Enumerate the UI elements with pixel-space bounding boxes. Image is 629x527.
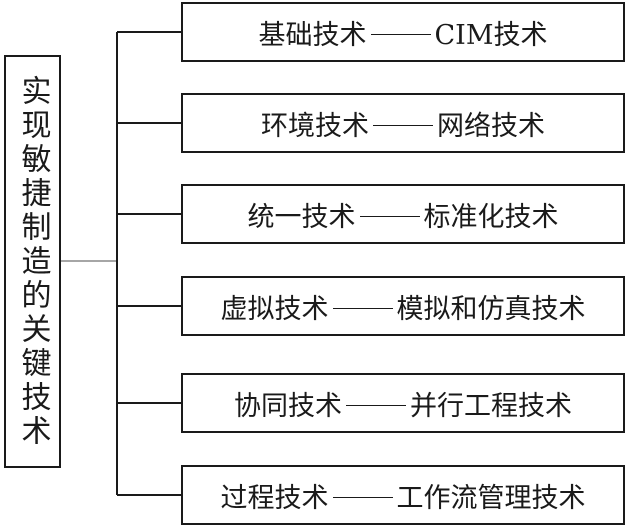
root-label: 实现敏捷制造的关键技术	[15, 74, 51, 449]
node-box-3: 统一技术 标准化技术	[181, 184, 625, 244]
node-box-4: 虚拟技术 模拟和仿真技术	[181, 276, 625, 336]
node-box-1: 基础技术 CIM技术	[181, 2, 625, 62]
node-box-2: 环境技术 网络技术	[181, 93, 625, 153]
node-dash	[346, 404, 406, 406]
node-box-5: 协同技术 并行工程技术	[181, 373, 625, 433]
node-left-label: 统一技术	[247, 201, 356, 233]
node-right-label: 工作流管理技术	[396, 482, 586, 514]
node-right-label: 模拟和仿真技术	[396, 293, 586, 325]
node-dash	[332, 496, 393, 498]
node-left-label: 基础技术	[258, 19, 367, 51]
node-dash	[370, 33, 431, 35]
node-dash	[373, 124, 433, 126]
node-right-label: 并行工程技术	[410, 390, 572, 422]
node-left-label: 环境技术	[261, 110, 369, 142]
node-dash	[359, 215, 420, 217]
node-right-label: 标准化技术	[423, 201, 559, 233]
node-dash	[332, 307, 393, 309]
node-right-label: 网络技术	[437, 110, 545, 142]
node-left-label: 过程技术	[220, 482, 329, 514]
node-right-label: CIM技术	[434, 19, 548, 51]
node-left-label: 协同技术	[234, 390, 342, 422]
node-box-6: 过程技术 工作流管理技术	[181, 465, 625, 525]
node-left-label: 虚拟技术	[220, 293, 329, 325]
root-node: 实现敏捷制造的关键技术	[4, 55, 61, 468]
